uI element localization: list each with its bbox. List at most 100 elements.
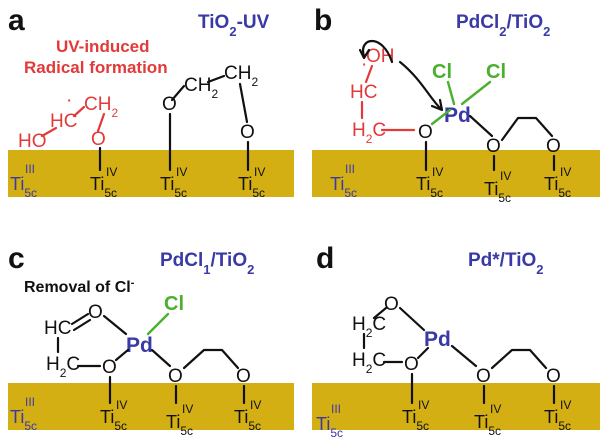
panel-title: TiO2-UV xyxy=(198,12,270,39)
atom-label: CH2 xyxy=(84,94,118,120)
oxidation-state: IV xyxy=(182,402,193,416)
ti4-site-label: Ti5c xyxy=(416,174,443,200)
bond xyxy=(490,348,548,370)
atom-label: O xyxy=(418,122,433,143)
oxidation-state: IV xyxy=(176,165,187,179)
atom-label: H2C xyxy=(352,314,386,340)
arrow-head xyxy=(430,98,444,112)
tio2-surface-slab xyxy=(8,150,294,197)
oxidation-state: III xyxy=(345,162,355,176)
ti4-site-label: Ti5c xyxy=(474,412,501,438)
bond xyxy=(40,126,58,138)
oxidation-state: IV xyxy=(418,398,429,412)
atom-label: HC xyxy=(50,111,77,132)
panel-a: a TiO2-UV UV-induced Radical formation H… xyxy=(8,4,294,200)
ti3-site-label: Ti5c xyxy=(316,414,343,440)
atom-label: O xyxy=(91,129,106,150)
pd-o-bond xyxy=(430,108,452,126)
annotation: Removal of Cl- xyxy=(24,277,135,296)
ti4-site-label: Ti5c xyxy=(90,174,117,200)
oxidation-state: III xyxy=(25,395,35,409)
curved-arrow xyxy=(361,40,394,64)
ti3-site-label: Ti5c xyxy=(330,174,357,200)
atom-label: H2C xyxy=(46,354,80,380)
ti4-site-label: Ti5c xyxy=(544,407,571,433)
atom-label: H2C xyxy=(352,120,386,146)
bond xyxy=(102,314,128,336)
oxidation-state: IV xyxy=(106,165,117,179)
panel-letter: a xyxy=(8,4,25,37)
bond xyxy=(364,64,374,84)
panel-title: PdCl2/TiO2 xyxy=(456,12,550,39)
atom-label: O xyxy=(476,366,491,387)
ti4-site-label: Ti5c xyxy=(402,407,429,433)
pd-cl-bond xyxy=(146,312,170,336)
ti3-site-label: Ti5c xyxy=(10,407,37,433)
panel-title: PdCl1/TiO2 xyxy=(160,250,254,277)
bond xyxy=(206,74,226,84)
tio2-surface-slab xyxy=(8,383,294,430)
oxidation-state: IV xyxy=(560,398,571,412)
chlorine-atom: Cl xyxy=(164,293,184,315)
ti4-site-label: Ti5c xyxy=(100,407,127,433)
curved-arrow xyxy=(398,60,442,110)
atom-label: O xyxy=(546,366,561,387)
oxidation-state: IV xyxy=(500,169,511,183)
panel-d: d Pd*/TiO2 O H2C H2C O Pd O O Ti5c III T… xyxy=(312,242,600,440)
oxidation-state: IV xyxy=(250,398,261,412)
atom-label: O xyxy=(384,294,399,315)
atom-label: HO xyxy=(18,131,47,152)
double-bond xyxy=(72,318,92,332)
bond xyxy=(72,105,86,118)
ti4-site-label: Ti5c xyxy=(544,174,571,200)
bond xyxy=(450,344,478,368)
bond xyxy=(238,82,249,124)
atom-label: O xyxy=(404,354,419,375)
atom-label: O xyxy=(88,302,103,323)
ti4-site-label: Ti5c xyxy=(484,179,511,205)
pd-cl-bond xyxy=(446,80,456,106)
radical-dot: · xyxy=(361,54,367,75)
bond xyxy=(96,112,106,133)
oxidation-state: III xyxy=(331,402,341,416)
panel-c: c PdCl1/TiO2 Removal of Cl- O HC H2C O P… xyxy=(8,242,294,438)
arrow-head xyxy=(358,48,371,60)
atom-label: O xyxy=(546,136,561,157)
panel-letter: b xyxy=(314,4,332,37)
ti4-site-label: Ti5c xyxy=(160,174,187,200)
ti4-site-label: Ti5c xyxy=(238,174,265,200)
oxidation-state: IV xyxy=(560,165,571,179)
annotation-line: UV-induced xyxy=(56,37,150,56)
oxidation-state: IV xyxy=(254,165,265,179)
atom-label: CH2 xyxy=(224,63,258,89)
bond xyxy=(170,84,186,102)
bond xyxy=(114,348,130,362)
pd-cl-bond xyxy=(460,80,492,106)
bond xyxy=(182,348,240,370)
bond xyxy=(416,346,430,360)
bond xyxy=(398,306,426,332)
oxidation-state: IV xyxy=(490,402,501,416)
oxidation-state: III xyxy=(25,162,35,176)
atom-label: O xyxy=(236,366,251,387)
palladium-atom: Pd xyxy=(126,334,153,357)
chlorine-atom: Cl xyxy=(432,61,452,83)
ti4-site-label: Ti5c xyxy=(234,407,261,433)
atom-label: O xyxy=(486,136,501,157)
chlorine-atom: Cl xyxy=(486,61,506,83)
tio2-surface-slab xyxy=(312,150,600,197)
atom-label: O xyxy=(102,357,117,378)
panel-title: Pd*/TiO2 xyxy=(468,250,544,277)
oxidation-state: IV xyxy=(432,165,443,179)
atom-label: O xyxy=(168,366,183,387)
ti4-site-label: Ti5c xyxy=(166,412,193,438)
atom-label: CH2 xyxy=(184,75,218,101)
oxidation-state: IV xyxy=(116,398,127,412)
panel-b: b PdCl2/TiO2 HC · OH H2C O Pd Cl Cl O O … xyxy=(312,4,600,205)
bond xyxy=(500,116,554,142)
bond xyxy=(468,114,494,138)
atom-label: HC xyxy=(350,82,377,103)
ti3-site-label: Ti5c xyxy=(10,174,37,200)
panel-letter: d xyxy=(316,242,334,275)
